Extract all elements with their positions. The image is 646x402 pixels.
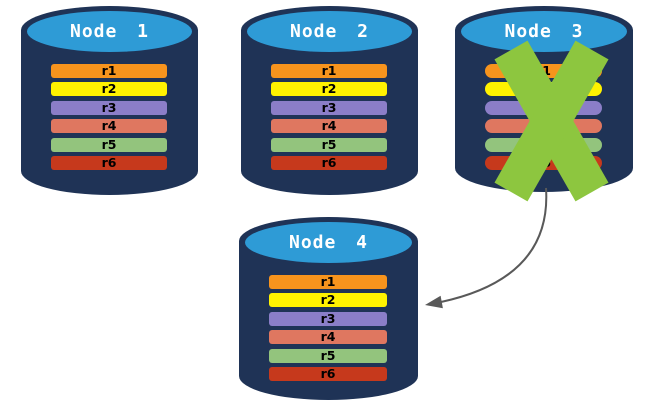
node-3-cylinder: Node 3 r1 r2 r3 r4 r5 r6 [455,6,633,202]
row-label: r3 [101,99,117,115]
node-1-row-r6: r6 [51,154,167,170]
node-1-cylinder: Node 1 r1 r2 r3 r4 r5 r6 [21,6,198,195]
row-label: r5 [320,347,336,363]
row-label: r4 [101,118,117,134]
node-1-row-r2: r2 [51,81,167,97]
row-label: r2 [321,81,337,97]
row-label: r6 [321,154,337,170]
x-mark-icon [494,40,609,202]
node-1-row-r4: r4 [51,118,167,134]
node-2-row-r6: r6 [271,154,387,170]
node-2-row-r1: r1 [271,64,387,78]
node-4-title: Node 4 [288,232,369,253]
node-4-cylinder: Node 4 r1 r2 r3 r4 r5 r6 [239,217,418,400]
row-label: r4 [321,118,337,134]
row-label: r5 [101,136,117,152]
row-label: r2 [101,81,117,97]
node-4-row-r1: r1 [269,275,387,289]
node-2-cylinder: Node 2 r1 r2 r3 r4 r5 r6 [241,6,418,195]
node-4-replica-rows: r1 r2 r3 r4 r5 r6 [269,275,387,381]
node-2-row-r2: r2 [271,81,387,97]
node-1-title: Node 1 [69,21,150,42]
row-label: r5 [321,136,337,152]
node-4-row-r2: r2 [269,292,387,308]
node-2-row-r4: r4 [271,118,387,134]
row-label: r4 [320,329,336,345]
node-2-row-r5: r5 [271,136,387,152]
node-4-row-r4: r4 [269,329,387,345]
node-2-cylinder-top: Node 2 [247,11,412,52]
row-label: r6 [320,365,336,381]
node-4-row-r6: r6 [269,365,387,381]
node-3-title: Node 3 [504,21,584,42]
row-label: r3 [321,99,337,115]
node-1-row-r3: r3 [51,99,167,115]
node-4-cylinder-top: Node 4 [245,222,412,263]
node-4-row-r3: r3 [269,310,387,326]
row-label: r6 [101,154,117,170]
row-label: r3 [320,310,336,326]
row-label: r1 [320,274,336,289]
node-4-row-r5: r5 [269,347,387,363]
node-1-replica-rows: r1 r2 r3 r4 r5 r6 [51,64,167,170]
row-label: r1 [101,63,117,78]
row-label: r2 [320,292,336,308]
node-1-cylinder-top: Node 1 [27,11,192,52]
node-1-row-r5: r5 [51,136,167,152]
node-3-cylinder-top: Node 3 [461,11,627,52]
node-1-row-r1: r1 [51,64,167,78]
node-2-replica-rows: r1 r2 r3 r4 r5 r6 [271,64,387,170]
row-label: r1 [321,63,337,78]
node-2-row-r3: r3 [271,99,387,115]
node-2-title: Node 2 [289,21,370,42]
